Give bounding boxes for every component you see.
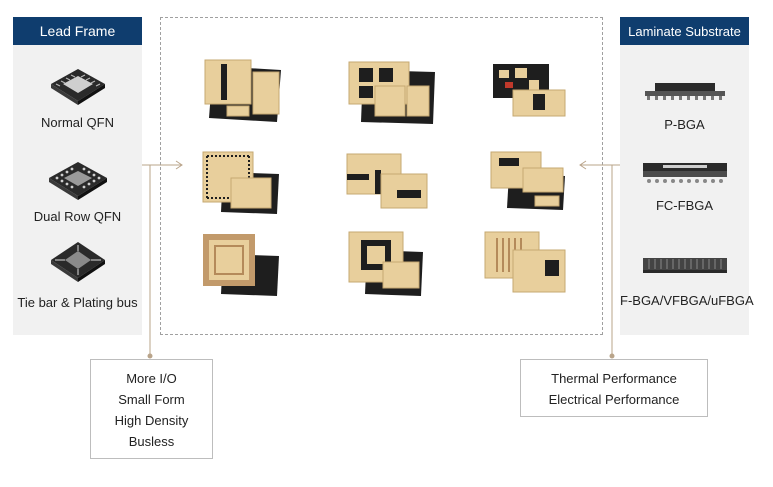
- lead-frame-title: Lead Frame: [13, 17, 142, 45]
- tie-bar-label: Tie bar & Plating bus: [17, 295, 138, 310]
- callout-line-electrical: Electrical Performance: [548, 392, 680, 407]
- package-illustration-6: [490, 151, 565, 210]
- pbga-package-icon: [644, 83, 725, 100]
- fbga-item: F-BGA/VFBGA/uFBGA: [620, 255, 754, 308]
- package-illustration-5: [346, 153, 428, 209]
- laminate-substrate-title: Laminate Substrate: [620, 17, 749, 45]
- qfn-chip-icon: [50, 69, 105, 105]
- package-illustration-7: [203, 234, 279, 296]
- callout-line-thermal: Thermal Performance: [551, 371, 677, 386]
- callout-line-small-form: Small Form: [118, 392, 185, 407]
- lead-frame-panel: Lead Frame Normal QFN: [13, 17, 142, 335]
- tie-bar-chip-icon: [50, 242, 105, 282]
- normal-qfn-item: Normal QFN: [13, 65, 142, 130]
- callout-line-more-io: More I/O: [126, 371, 177, 386]
- normal-qfn-label: Normal QFN: [41, 115, 114, 130]
- fcfbga-label: FC-FBGA: [655, 198, 714, 213]
- fcfbga-item: FC-FBGA: [620, 160, 749, 213]
- fbga-package-icon: [642, 258, 727, 273]
- dual-row-qfn-item: Dual Row QFN: [13, 159, 142, 224]
- pbga-label: P-BGA: [664, 117, 705, 132]
- package-illustration-1: [204, 59, 281, 122]
- package-illustration-8: [348, 231, 423, 296]
- callout-line-high-density: High Density: [114, 413, 189, 428]
- package-examples-box: [160, 17, 603, 335]
- pbga-item: P-BGA: [620, 79, 749, 132]
- fbga-label: F-BGA/VFBGA/uFBGA: [620, 293, 754, 308]
- package-illustration-2: [348, 61, 435, 124]
- laminate-benefits-callout: Thermal Performance Electrical Performan…: [520, 359, 708, 417]
- package-illustration-9: [484, 231, 566, 293]
- laminate-substrate-panel: Laminate Substrate P-BGA FC-FBGA F-BGA/V…: [620, 17, 754, 335]
- lead-frame-benefits-callout: More I/O Small Form High Density Busless: [90, 359, 213, 459]
- dual-row-qfn-label: Dual Row QFN: [33, 209, 122, 224]
- package-illustration-3: [493, 64, 566, 117]
- callout-line-busless: Busless: [128, 434, 175, 449]
- dual-row-qfn-chip-icon: [48, 162, 107, 200]
- fcfbga-package-icon: [642, 163, 727, 183]
- package-illustration-4: [202, 151, 279, 214]
- tie-bar-item: Tie bar & Plating bus: [13, 239, 142, 310]
